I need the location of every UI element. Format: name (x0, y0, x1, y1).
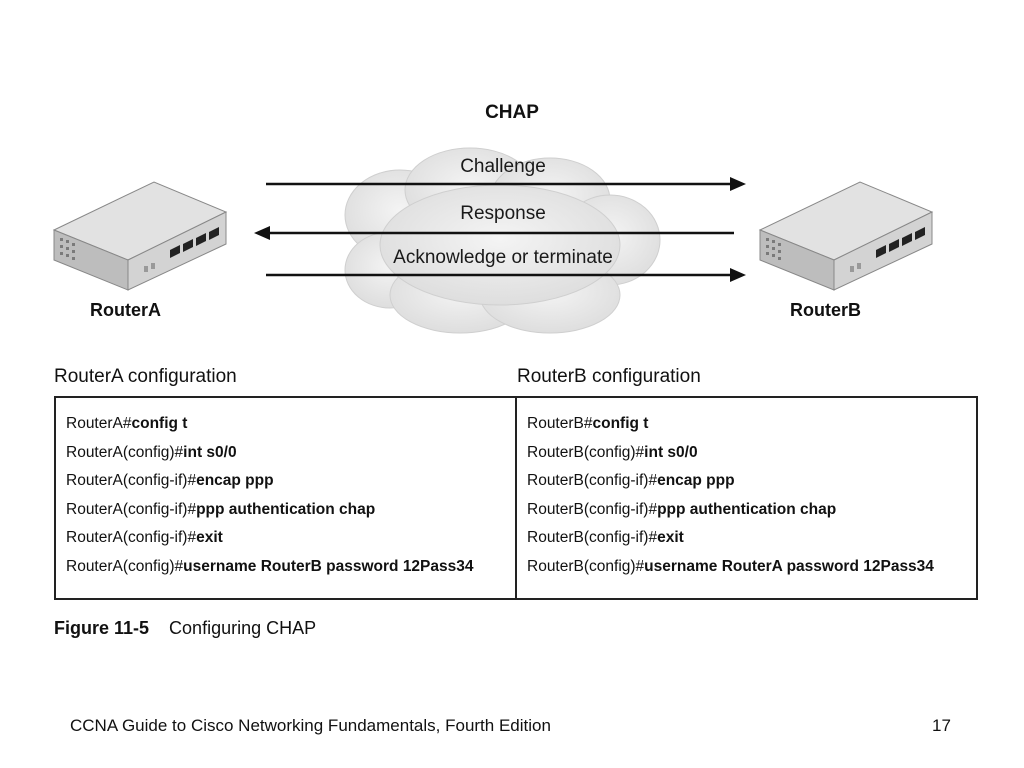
figure-caption: Figure 11-5 Configuring CHAP (54, 618, 316, 639)
response-arrowhead (254, 226, 270, 240)
config-prompt: RouterA(config)# (66, 557, 184, 575)
footer-book-title: CCNA Guide to Cisco Networking Fundament… (70, 716, 551, 735)
router-a-label: RouterA (90, 300, 161, 320)
figure-number: Figure 11-5 (54, 618, 150, 638)
config-line: RouterA(config)#username RouterB passwor… (66, 553, 515, 582)
config-line: RouterB(config-if)#ppp authentication ch… (527, 496, 976, 525)
config-command: ppp authentication chap (196, 500, 376, 518)
acknowledge-arrowhead (730, 268, 746, 282)
config-command: config t (131, 415, 188, 432)
router-a-icon (52, 181, 228, 291)
config-line: RouterA#config t (66, 410, 515, 439)
config-line: RouterA(config-if)#exit (66, 524, 515, 553)
config-command: ppp authentication chap (657, 500, 837, 518)
config-command: username RouterB password 12Pass34 (183, 557, 474, 575)
page-number: 17 (932, 716, 951, 735)
config-prompt: RouterA(config-if)# (66, 529, 197, 547)
config-command: config t (592, 415, 649, 432)
config-prompt: RouterB(config)# (527, 443, 645, 461)
acknowledge-label: Acknowledge or terminate (393, 247, 613, 268)
config-line: RouterB(config-if)#encap ppp (527, 467, 976, 496)
challenge-arrowhead (730, 177, 746, 191)
config-line: RouterA(config)#int s0/0 (66, 439, 515, 468)
config-line: RouterA(config-if)#ppp authentication ch… (66, 496, 515, 525)
router-b-config-column: RouterB#config t RouterB(config)#int s0/… (515, 398, 976, 598)
config-command: encap ppp (657, 472, 735, 490)
router-b-icon (758, 181, 934, 291)
diagram-title: CHAP (485, 102, 539, 123)
config-prompt: RouterB(config-if)# (527, 529, 658, 547)
config-command: int s0/0 (183, 443, 237, 461)
config-prompt: RouterB# (527, 415, 593, 432)
challenge-label: Challenge (460, 156, 546, 177)
config-command: int s0/0 (644, 443, 698, 461)
message-arrows (254, 177, 746, 282)
config-prompt: RouterA(config)# (66, 443, 184, 461)
config-prompt: RouterB(config-if)# (527, 472, 658, 490)
config-command: username RouterA password 12Pass34 (644, 557, 934, 575)
config-line: RouterB(config)#username RouterA passwor… (527, 553, 976, 582)
router-a-config-heading: RouterA configuration (54, 366, 237, 387)
config-command: exit (196, 529, 223, 547)
config-command: exit (657, 529, 684, 547)
config-prompt: RouterB(config-if)# (527, 500, 658, 518)
config-command: encap ppp (196, 472, 274, 490)
figure-caption-text: Configuring CHAP (169, 618, 317, 638)
config-line: RouterB(config-if)#exit (527, 524, 976, 553)
config-prompt: RouterA(config-if)# (66, 472, 197, 490)
router-b-config-heading: RouterB configuration (517, 366, 701, 387)
config-line: RouterB(config)#int s0/0 (527, 439, 976, 468)
response-label: Response (460, 203, 546, 224)
config-line: RouterB#config t (527, 410, 976, 439)
config-prompt: RouterB(config)# (527, 557, 645, 575)
config-prompt: RouterA(config-if)# (66, 500, 197, 518)
router-a-config-column: RouterA#config t RouterA(config)#int s0/… (56, 398, 515, 598)
config-prompt: RouterA# (66, 415, 132, 432)
config-table: RouterA#config t RouterA(config)#int s0/… (54, 396, 978, 600)
router-b-label: RouterB (790, 300, 861, 320)
config-line: RouterA(config-if)#encap ppp (66, 467, 515, 496)
